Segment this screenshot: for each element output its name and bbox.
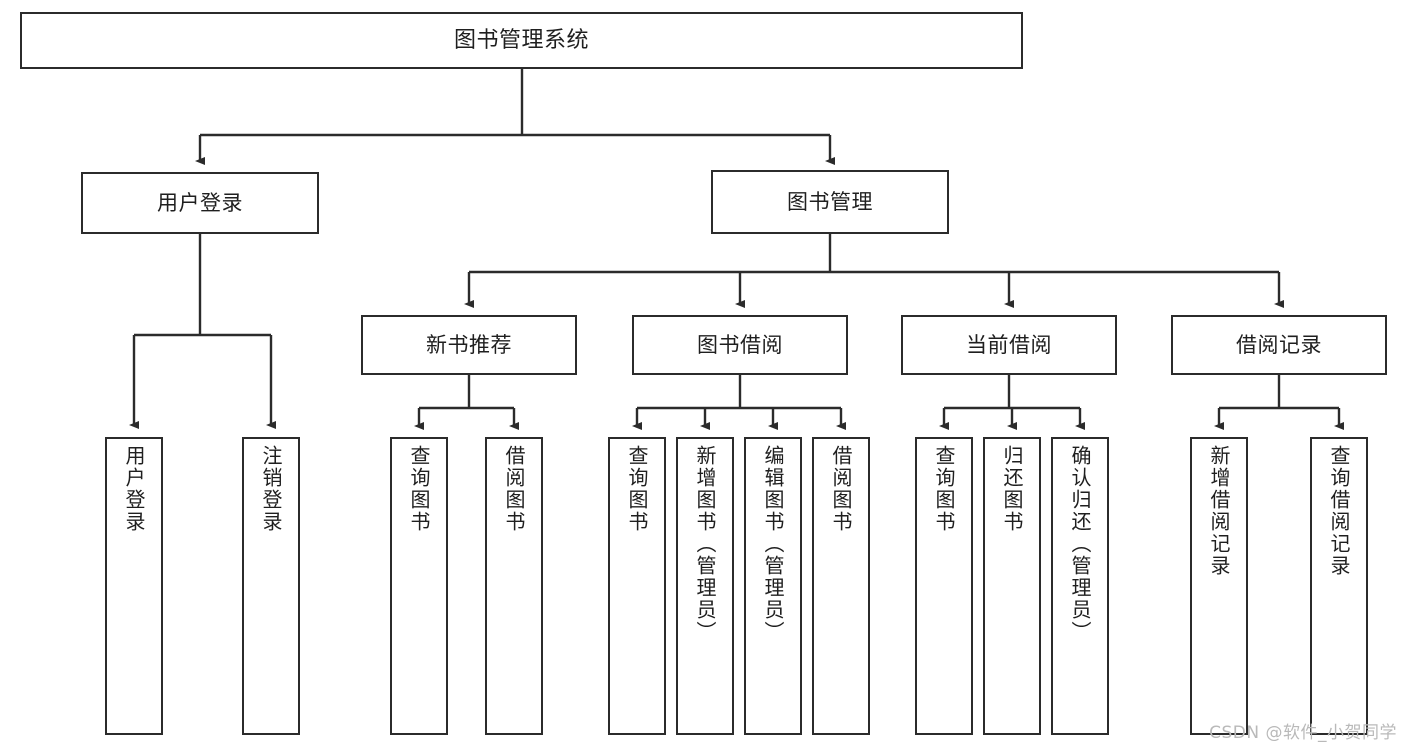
node-leaf-query-book-1-label: 查询图书 <box>407 445 431 533</box>
node-leaf-query-book-1[interactable]: 查询图书 <box>390 437 448 735</box>
node-leaf-user-login[interactable]: 用户登录 <box>105 437 163 735</box>
node-book-borrow[interactable]: 图书借阅 <box>632 315 848 375</box>
node-borrow-record[interactable]: 借阅记录 <box>1171 315 1387 375</box>
node-borrow-record-label: 借阅记录 <box>1236 332 1322 357</box>
node-current-borrow[interactable]: 当前借阅 <box>901 315 1117 375</box>
node-leaf-user-login-label: 用户登录 <box>122 445 146 533</box>
node-user-login[interactable]: 用户登录 <box>81 172 319 234</box>
node-leaf-edit-book-label: 编辑图书（管理员） <box>761 445 785 643</box>
node-book-borrow-label: 图书借阅 <box>697 332 783 357</box>
node-leaf-query-record-label: 查询借阅记录 <box>1327 445 1351 577</box>
node-leaf-query-book-2[interactable]: 查询图书 <box>608 437 666 735</box>
node-leaf-borrow-book-2-label: 借阅图书 <box>829 445 853 533</box>
node-leaf-borrow-book-1[interactable]: 借阅图书 <box>485 437 543 735</box>
node-user-login-label: 用户登录 <box>157 190 243 215</box>
node-new-book-rec-label: 新书推荐 <box>426 332 512 357</box>
csdn-watermark: CSDN @软件_小贺同学 <box>1209 723 1397 743</box>
node-leaf-add-record-label: 新增借阅记录 <box>1207 445 1231 577</box>
node-leaf-return-book-label: 归还图书 <box>1000 445 1024 533</box>
node-leaf-return-book[interactable]: 归还图书 <box>983 437 1041 735</box>
node-leaf-query-book-2-label: 查询图书 <box>625 445 649 533</box>
node-leaf-add-book-label: 新增图书（管理员） <box>693 445 717 643</box>
node-leaf-borrow-book-2[interactable]: 借阅图书 <box>812 437 870 735</box>
node-leaf-borrow-book-1-label: 借阅图书 <box>502 445 526 533</box>
node-leaf-logout-login-label: 注销登录 <box>259 445 283 533</box>
node-leaf-add-record[interactable]: 新增借阅记录 <box>1190 437 1248 735</box>
node-new-book-rec[interactable]: 新书推荐 <box>361 315 577 375</box>
node-current-borrow-label: 当前借阅 <box>966 332 1052 357</box>
node-leaf-logout-login[interactable]: 注销登录 <box>242 437 300 735</box>
node-book-manage[interactable]: 图书管理 <box>711 170 949 234</box>
node-leaf-edit-book[interactable]: 编辑图书（管理员） <box>744 437 802 735</box>
node-root[interactable]: 图书管理系统 <box>20 12 1023 69</box>
node-root-label: 图书管理系统 <box>453 27 589 53</box>
node-leaf-confirm-return[interactable]: 确认归还（管理员） <box>1051 437 1109 735</box>
node-leaf-query-book-3-label: 查询图书 <box>932 445 956 533</box>
node-leaf-query-book-3[interactable]: 查询图书 <box>915 437 973 735</box>
node-leaf-add-book[interactable]: 新增图书（管理员） <box>676 437 734 735</box>
node-leaf-confirm-return-label: 确认归还（管理员） <box>1068 445 1092 643</box>
node-leaf-query-record[interactable]: 查询借阅记录 <box>1310 437 1368 735</box>
node-book-manage-label: 图书管理 <box>787 189 873 214</box>
